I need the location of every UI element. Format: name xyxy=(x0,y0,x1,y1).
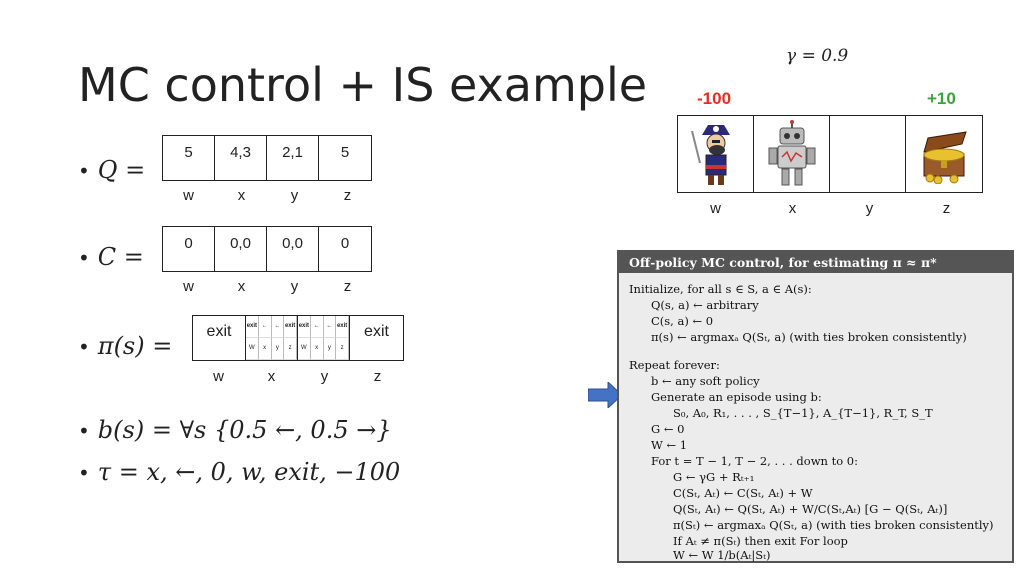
bullet: • xyxy=(78,461,90,485)
grid-world-state-labels: w x y z xyxy=(710,200,951,217)
algo-line: G ← 0 xyxy=(651,422,685,436)
reward-right: +10 xyxy=(927,89,956,108)
algo-line: C(Sₜ, Aₜ) ← C(Sₜ, Aₜ) + W xyxy=(673,486,813,500)
pi-cell-mini: exit ← ← exit W x y z xyxy=(246,316,298,360)
empty-cell xyxy=(830,116,906,192)
algo-line: π(s) ← argmaxₐ Q(Sₜ, a) (with ties broke… xyxy=(651,330,967,344)
algo-line: Q(s, a) ← arbitrary xyxy=(651,298,759,312)
pi-table: exit exit ← ← exit W x y z exit ← ← exit… xyxy=(192,315,404,361)
pi-state-labels: w x y z xyxy=(213,368,382,385)
robot-icon xyxy=(768,120,815,186)
c-label: •C = xyxy=(78,243,144,271)
algo-line: Initialize, for all s ∈ S, a ∈ A(s): xyxy=(629,282,812,296)
algo-line: Repeat forever: xyxy=(629,358,720,372)
pirate-icon xyxy=(690,125,730,185)
q-cell: 4,3 xyxy=(215,136,267,180)
algo-line: If Aₜ ≠ π(Sₜ) then exit For loop xyxy=(673,534,848,548)
c-cell: 0 xyxy=(163,227,215,271)
algo-line: b ← any soft policy xyxy=(651,374,760,388)
page-title: MC control + IS example xyxy=(78,58,648,112)
q-label: •Q = xyxy=(78,156,146,184)
pi-cell: exit xyxy=(193,316,246,360)
c-cell: 0,0 xyxy=(215,227,267,271)
gamma-label: γ = 0.9 xyxy=(786,46,849,66)
arrow-right-icon xyxy=(588,382,622,408)
bullet: • xyxy=(78,335,90,359)
algo-line: W ← W 1/b(Aₜ|Sₜ) xyxy=(673,548,771,562)
algorithm-box: Off-policy MC control, for estimating π … xyxy=(617,250,1014,563)
pi-mini-table-right: exit ← ← exit W x y z xyxy=(298,316,349,360)
algorithm-header: Off-policy MC control, for estimating π … xyxy=(619,252,1012,273)
pi-cell-mini: exit ← ← exit W x y z xyxy=(298,316,350,360)
b-policy-line: •b(s) = ∀s {0.5 ←, 0.5 →} xyxy=(78,416,392,444)
bullet: • xyxy=(78,246,90,270)
pi-mini-table-left: exit ← ← exit W x y z xyxy=(246,316,297,360)
algo-line: G ← γG + Rₜ₊₁ xyxy=(673,470,755,484)
algo-line: W ← 1 xyxy=(651,438,688,452)
c-table: 0 0,0 0,0 0 xyxy=(162,226,372,272)
c-cell: 0 xyxy=(340,235,350,252)
grid-world xyxy=(677,115,983,193)
algo-line: π(Sₜ) ← argmaxₐ Q(Sₜ, a) (with ties brok… xyxy=(673,518,994,532)
bullet: • xyxy=(78,159,90,183)
algo-line: Q(Sₜ, Aₜ) ← Q(Sₜ, Aₜ) + W/C(Sₜ,Aₜ) [G − … xyxy=(673,502,948,516)
algo-line: For t = T − 1, T − 2, . . . down to 0: xyxy=(651,454,858,468)
algo-line: C(s, a) ← 0 xyxy=(651,314,714,328)
treasure-chest-icon xyxy=(923,131,967,184)
c-state-labels: w x y z xyxy=(183,278,352,295)
pirate-cell xyxy=(678,116,754,192)
q-cell: 5 xyxy=(340,144,350,161)
robot-cell xyxy=(754,116,830,192)
c-cell: 0,0 xyxy=(267,227,319,271)
tau-episode-line: •τ = x, ←, 0, w, exit, −100 xyxy=(78,458,401,486)
treasure-cell xyxy=(906,116,982,192)
algo-line: Generate an episode using b: xyxy=(651,390,822,404)
q-cell: 2,1 xyxy=(267,136,319,180)
reward-left: -100 xyxy=(697,89,732,108)
pi-cell: exit xyxy=(364,323,389,340)
pi-label: •π(s) = xyxy=(78,332,173,360)
q-state-labels: w x y z xyxy=(183,187,352,204)
bullet: • xyxy=(78,419,90,443)
algo-line: S₀, A₀, R₁, . . . , S_{T−1}, A_{T−1}, R_… xyxy=(673,406,933,420)
q-cell: 5 xyxy=(163,136,215,180)
q-table: 5 4,3 2,1 5 xyxy=(162,135,372,181)
